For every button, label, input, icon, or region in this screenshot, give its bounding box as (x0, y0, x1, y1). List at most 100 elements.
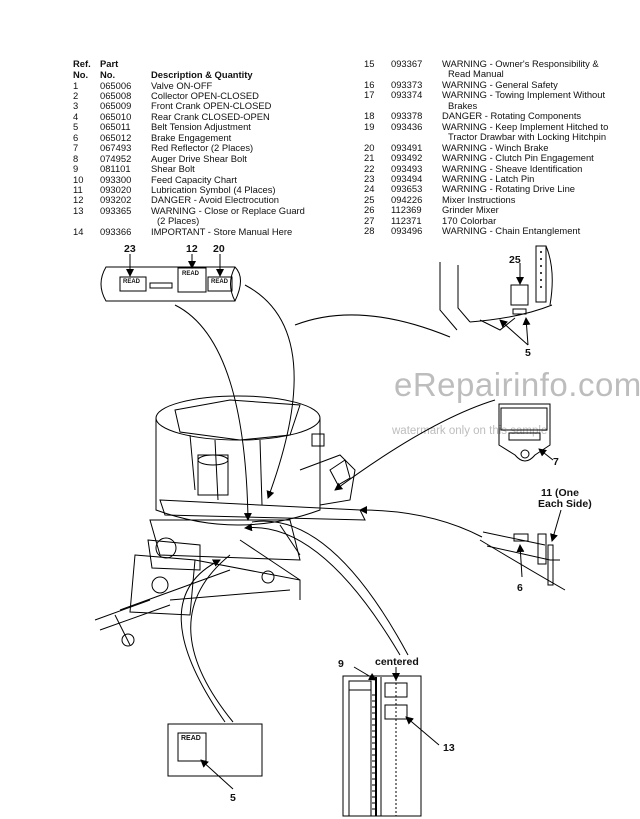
brake-engagement-inset (479, 509, 566, 591)
part-cell: 093365 (100, 204, 132, 216)
ref-cell: 28 (364, 225, 375, 237)
part-cell: 093374 (391, 89, 423, 101)
part-cell: 065006 (100, 79, 132, 91)
part-cell: 067493 (100, 142, 132, 154)
ref-cell: 15 (364, 58, 375, 69)
desc-cell: 170 Colorbar (442, 214, 497, 226)
parts-list: Ref. Part No. No. Description & Quantity… (0, 0, 640, 245)
part-cell: 093367 (391, 58, 423, 69)
shear-bolt-ribs (372, 694, 376, 810)
part-cell: 093436 (391, 120, 423, 132)
desc-cell: Mixer Instructions (442, 193, 516, 205)
ref-cell: 13 (73, 204, 84, 216)
desc-cell: DANGER - Rotating Components (442, 110, 582, 122)
part-cell: 093020 (100, 184, 132, 195)
reflector-inset (498, 403, 554, 462)
ref-cell: 21 (364, 152, 375, 164)
desc-cell: WARNING - Keep Implement Hitched to (442, 120, 609, 132)
part-cell: 093492 (391, 152, 423, 164)
callout-9: 9 (338, 658, 344, 670)
ref-cell: 25 (364, 193, 375, 205)
ref-cell: 27 (364, 214, 375, 226)
desc-cell: Brake Engagement (151, 131, 232, 143)
desc-cell: WARNING - Close or Replace Guard (151, 204, 305, 216)
watermark-text: eRepairinfo.com (394, 366, 640, 403)
desc-cell: Collector OPEN-CLOSED (151, 89, 259, 101)
desc-header: Description & Quantity (151, 68, 253, 80)
ref-cell: 11 (73, 184, 83, 195)
mixer-instructions-inset (439, 245, 553, 346)
part-cell: 065012 (100, 131, 132, 143)
callout-11: 11 (One (541, 487, 579, 499)
desc-cell: Shear Bolt (151, 163, 195, 175)
desc-cell: IMPORTANT - Store Manual Here (151, 225, 293, 237)
read-decal-manual: READ (181, 735, 201, 742)
callout-6: 6 (517, 582, 523, 594)
callout-5-top: 5 (525, 347, 531, 359)
read-decal-23: READ (123, 279, 141, 285)
callout-23: 23 (124, 243, 136, 255)
part-cell: 093491 (391, 141, 423, 153)
shear-bolt-inset (342, 666, 440, 817)
desc-cell: WARNING - Clutch Pin Engagement (442, 152, 594, 164)
desc-cell: Feed Capacity Chart (151, 173, 237, 185)
ref-cell: 26 (364, 204, 375, 216)
callout-5-bottom: 5 (230, 792, 236, 804)
ref-cell: 6 (73, 131, 79, 143)
part-cell: 093494 (391, 172, 423, 184)
part-cell: 094226 (391, 193, 423, 205)
ref-cell: 20 (364, 141, 375, 153)
desc-cell: Auger Drive Shear Bolt (151, 152, 247, 164)
part-cell: 093300 (100, 173, 132, 185)
desc-cell: Valve ON-OFF (151, 79, 213, 91)
part-header-2: No. (100, 68, 116, 80)
ref-cell: 10 (73, 173, 84, 185)
part-cell: 093202 (100, 194, 132, 206)
grinder-mixer-machine (94, 395, 366, 647)
desc-cell: WARNING - Latch Pin (442, 172, 535, 184)
part-cell: 081101 (100, 163, 131, 175)
callout-12: 12 (186, 243, 198, 255)
ref-cell: 19 (364, 120, 375, 132)
desc-cell: WARNING - Winch Brake (442, 141, 549, 153)
desc-cell: WARNING - General Safety (442, 78, 558, 90)
ref-cell: 5 (73, 121, 79, 133)
post-holes (540, 251, 542, 288)
desc-cell: DANGER - Avoid Electrocution (151, 194, 280, 206)
ref-cell: 4 (73, 110, 79, 122)
ref-cell: 22 (364, 162, 375, 174)
part-cell: 093373 (391, 78, 423, 90)
desc-cell: WARNING - Owner's Responsibility & (442, 58, 599, 69)
desc-cell-continuation: Brakes (448, 99, 478, 111)
ref-cell: 12 (73, 194, 84, 206)
ref-cell: 18 (364, 110, 375, 122)
callout-7: 7 (553, 456, 559, 468)
part-cell: 112371 (391, 214, 422, 226)
desc-cell-continuation: Read Manual (448, 68, 504, 80)
ref-cell: 24 (364, 183, 375, 195)
part-cell: 093653 (391, 183, 423, 195)
part-cell: 093496 (391, 225, 423, 237)
ref-cell: 23 (364, 172, 375, 184)
part-cell: 065008 (100, 89, 132, 101)
desc-cell: Grinder Mixer (442, 204, 499, 216)
callout-25: 25 (509, 254, 521, 266)
read-decal-12: READ (182, 271, 200, 277)
ref-cell: 9 (73, 163, 79, 175)
part-cell: 065010 (100, 110, 132, 122)
desc-cell-continuation: (2 Places) (157, 215, 200, 227)
ref-header-2: No. (73, 68, 89, 80)
part-cell: 112369 (391, 204, 422, 216)
callout-13: 13 (443, 742, 455, 754)
ref-cell: 16 (364, 78, 375, 90)
desc-cell: WARNING - Sheave Identification (442, 162, 583, 174)
desc-cell: WARNING - Towing Implement Without (442, 89, 606, 101)
ref-cell: 14 (73, 225, 84, 237)
callout-arrows (174, 284, 496, 723)
desc-cell: Belt Tension Adjustment (151, 121, 251, 133)
part-cell: 065009 (100, 100, 132, 112)
desc-cell: Lubrication Symbol (4 Places) (151, 184, 276, 195)
desc-cell-continuation: Tractor Drawbar with Locking Hitchpin (448, 131, 607, 143)
ref-cell: 17 (364, 89, 375, 101)
